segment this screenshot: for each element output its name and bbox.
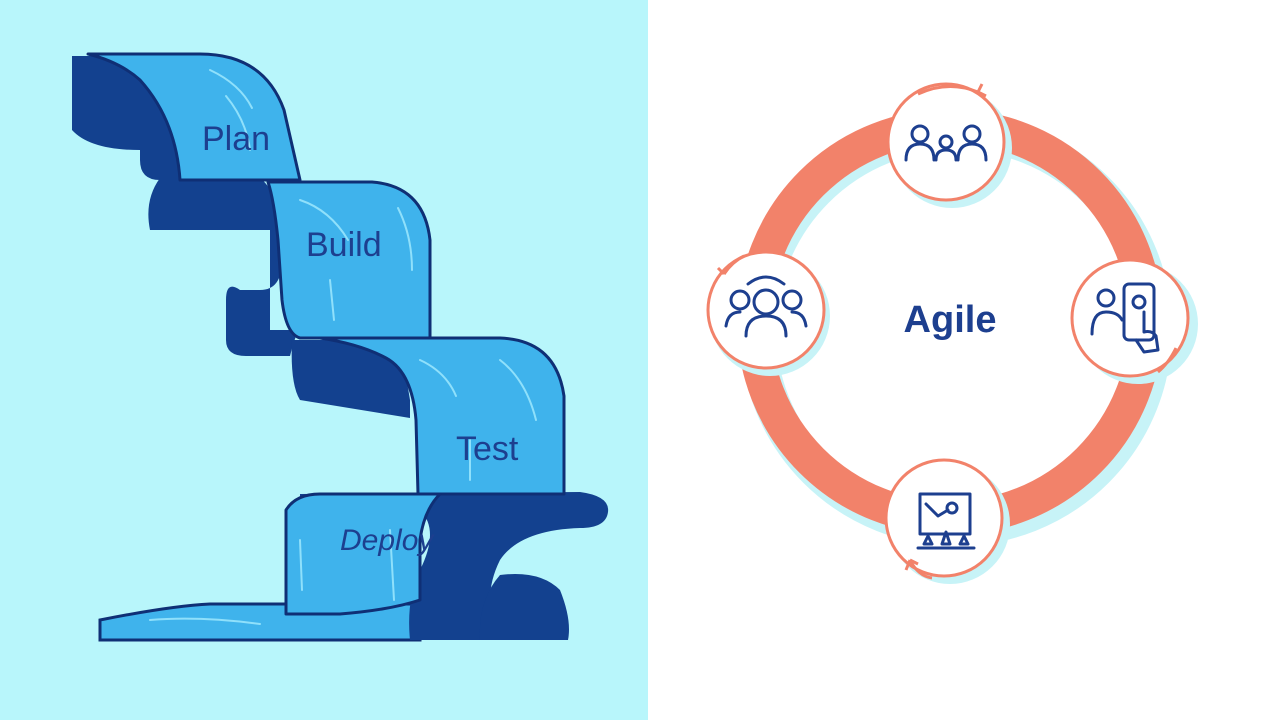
water-streaks bbox=[149, 69, 537, 625]
cycle-node-right bbox=[1070, 258, 1198, 384]
rock-4 bbox=[300, 492, 609, 640]
agile-panel: Agile bbox=[648, 0, 1280, 720]
waterfall-panel: Plan Build Test Deploy bbox=[0, 0, 648, 720]
team-icon bbox=[904, 124, 988, 162]
waterfall-step-label: Deploy bbox=[340, 524, 435, 557]
cycle-node-bottom bbox=[884, 458, 1010, 584]
fall-4 bbox=[284, 492, 442, 616]
waterfall-step-label: Plan bbox=[202, 120, 270, 158]
agile-cycle-diagram: Agile bbox=[648, 0, 1280, 720]
people-group-icon bbox=[724, 275, 808, 338]
waterfall-step-label: Test bbox=[456, 430, 519, 468]
mobile-touch-icon bbox=[1090, 282, 1160, 354]
waterfall-step-label: Build bbox=[306, 226, 382, 264]
rock-3 bbox=[291, 340, 410, 418]
fall-1 bbox=[86, 52, 302, 182]
fall-3 bbox=[318, 336, 566, 496]
waterfall-diagram: Plan Build Test Deploy bbox=[0, 0, 648, 720]
rock-2 bbox=[148, 178, 300, 356]
cycle-node-left bbox=[706, 250, 830, 376]
board-icon bbox=[916, 492, 976, 550]
fall-2 bbox=[266, 180, 432, 340]
agile-label: Agile bbox=[904, 299, 997, 341]
rock-5 bbox=[479, 574, 569, 640]
water-falls bbox=[86, 52, 566, 616]
cycle-node-top bbox=[886, 82, 1012, 208]
